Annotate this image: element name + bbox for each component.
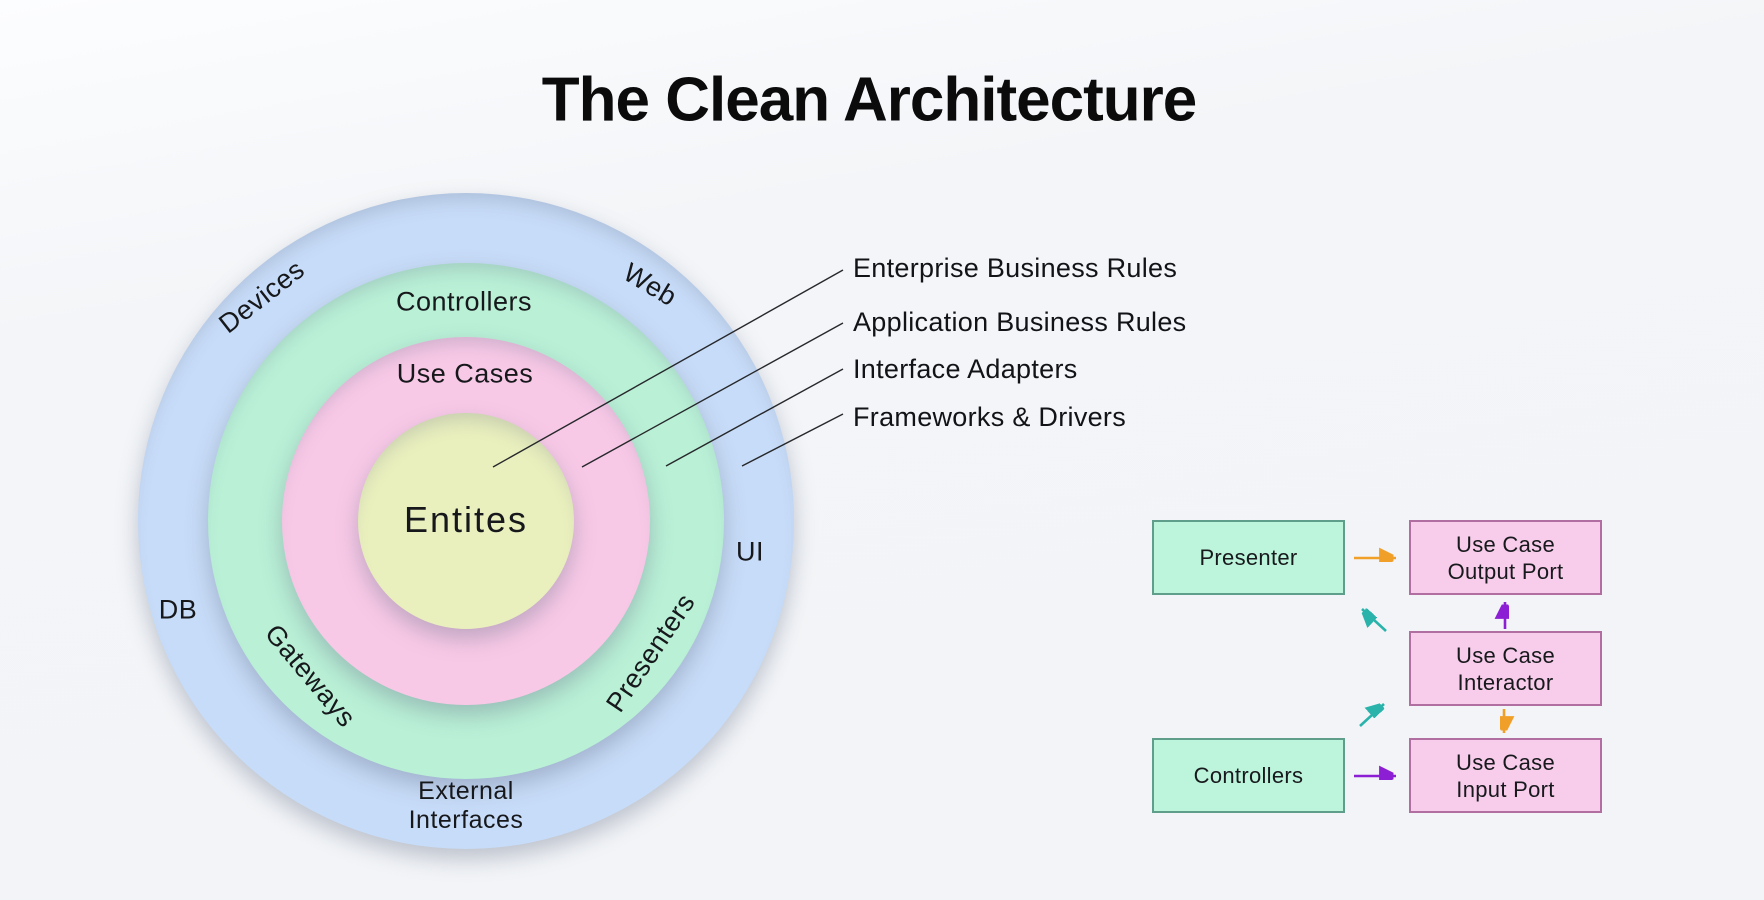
flow-box-interactor: Use Case Interactor [1409,631,1602,706]
flow-box-controllers-label: Controllers [1193,763,1304,788]
ring-label-ui: UI [736,536,764,567]
legend-interface-adapters: Interface Adapters [853,354,1078,384]
flow-box-output-port: Use Case Output Port [1409,520,1602,595]
arrow-interactor-to-presenter [1362,609,1387,632]
flow-box-presenter-label: Presenter [1199,545,1298,570]
flow-box-input-port-label: Use Case Input Port [1456,749,1555,802]
page-title: The Clean Architecture [541,65,1197,135]
flow-box-interactor-label: Use Case Interactor [1456,642,1555,695]
legend-frameworks-drivers: Frameworks & Drivers [853,402,1127,432]
ring-label-entities: Entites [403,499,529,540]
legend-application-business-rules: Application Business Rules [853,307,1187,337]
flow-box-output-port-label: Use Case Output Port [1447,531,1564,584]
ring-label-external-interfaces: External Interfaces [408,777,524,834]
flow-box-input-port: Use Case Input Port [1409,738,1602,813]
ring-label-db: DB [158,594,198,625]
flow-box-controllers: Controllers [1152,738,1345,813]
legend-enterprise-business-rules: Enterprise Business Rules [853,253,1178,283]
ring-label-controllers: Controllers [395,286,533,317]
flow-box-presenter: Presenter [1152,520,1345,595]
arrow-controllers-to-interactor [1359,704,1385,727]
ring-label-use-cases: Use Cases [396,358,534,389]
